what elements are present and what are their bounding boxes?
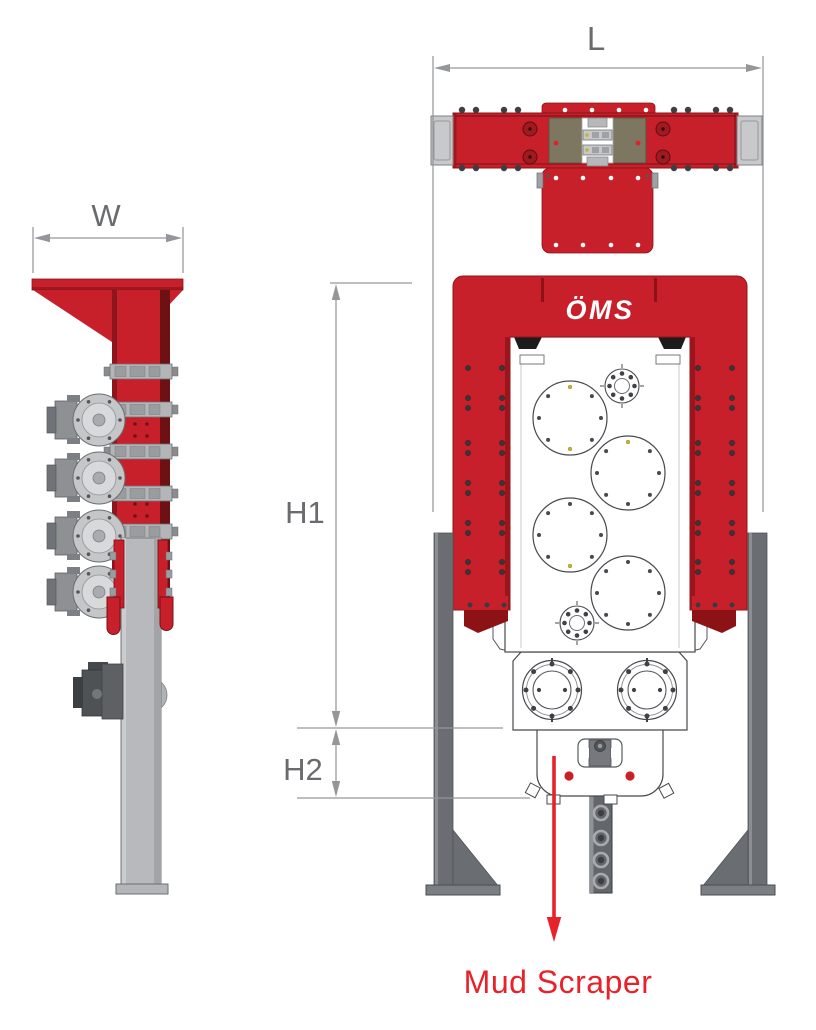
clamp-cylinder-band [103,443,179,460]
grease-point [568,564,572,568]
mast-base-plate [115,883,169,895]
right-support-leg [700,532,776,896]
side-gusset [33,290,115,344]
dimension-h2: H2 [283,729,530,799]
mud-scraper-down-arrow-icon [546,917,562,942]
eccentric-cover [532,380,608,456]
center-clamp-mechanism [581,117,614,167]
gearbox-housing [512,651,688,731]
right-clamp-pad [612,117,647,164]
clamp-cylinder-band [103,363,179,380]
side-plate-shadow [32,287,183,290]
right-arrowhead-icon [746,64,762,72]
beam-top-edge [455,115,736,117]
eccentric-cover [590,435,666,511]
beam-right-seam [734,113,737,168]
clamp-jaw [577,738,623,768]
beam-hub-bolts [522,121,671,165]
h1-label: H1 [285,495,325,530]
frame-notch [654,278,657,302]
right-end-cap [736,115,763,166]
side-view [31,278,184,895]
side-gusset-right [170,290,183,304]
body-tab [655,354,681,365]
lifting-hook [106,596,121,635]
frame-tab-end [692,610,736,633]
column-bolt-dots [133,422,149,518]
beam-edge-bolts [458,106,734,172]
grease-point [626,440,630,444]
body-tab [519,354,545,365]
mast-shade [154,538,161,886]
plate-side-tab [536,172,544,189]
mud-scraper-clamp-body [524,727,675,805]
dimension-w: W [32,198,184,273]
red-indicator-dot [564,771,574,781]
tab-bolt [645,174,649,178]
scraper-foot [658,782,675,799]
front-view: ÖMS [425,275,776,896]
red-suppressor-frame: ÖMS [452,275,748,633]
eccentric-cover [590,555,666,631]
bottom-gearbox [73,662,124,720]
up-arrowhead-icon [331,729,341,745]
w-label: W [91,198,121,233]
top-corner-wedge [514,337,542,349]
frame-tab-bolts [467,602,735,608]
tab-bolt [546,174,550,178]
oms-logo: ÖMS [565,295,634,325]
mud-scraper-label: Mud Scraper [464,964,653,1000]
red-indicator-dot [625,771,635,781]
eccentric-cover [532,497,608,573]
frame-inner-shade [690,337,695,610]
beam-left-seam [454,113,457,168]
frame-tab-end [464,610,508,633]
frame-inner-shade [505,337,510,610]
top-corner-wedge [658,337,686,349]
frame-notch [541,278,544,302]
scraper-foot [603,794,618,805]
down-arrowhead-icon [331,711,341,727]
hydraulic-motor [46,393,126,447]
bottom-plate-bolt-holes [553,175,641,248]
red-marker-dot [635,140,641,146]
up-arrowhead-icon [331,284,341,300]
mast-guide-rails [109,539,173,609]
left-clamp-pad [548,117,583,164]
vibro-body [504,336,696,653]
plate-side-tab [651,172,659,189]
scraper-foot [524,782,541,799]
top-view [430,102,763,254]
mud-scraper-annotation: Mud Scraper [464,756,653,1000]
h2-label: H2 [283,752,323,787]
grease-point [568,447,572,451]
down-arrowhead-icon [331,781,341,797]
mast-highlight [122,538,126,886]
top-plate-bolt-holes [562,107,649,113]
bottom-mount-plate [541,167,654,254]
red-marker-dot [553,140,559,146]
dimension-h1: H1 [285,282,503,729]
right-arrowhead-icon [166,233,182,243]
left-arrowhead-icon [434,64,450,72]
l-label: L [587,20,605,57]
dimension-l: L [432,20,764,512]
grease-point [568,385,572,389]
left-end-cap [430,115,454,166]
left-arrowhead-icon [34,233,50,243]
hydraulic-motor [46,451,126,505]
lifting-hook [159,596,174,631]
